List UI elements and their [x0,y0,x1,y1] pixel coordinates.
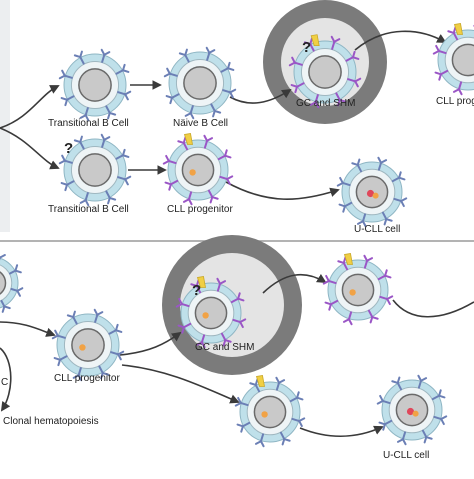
cell-cll-progenitor-top [162,133,234,206]
label-naive-b-cell: Näive B Cell [173,118,228,129]
mutation-dot-icon [349,289,356,296]
cells [0,23,474,448]
label-transitional-b-cell-1: Transitional B Cell [48,118,129,129]
bcr-yellow-icon [255,375,265,387]
arrow-branch-top [0,85,60,129]
mutation-dot-icon [366,189,375,198]
question-mark-gc-top: ? [302,39,311,56]
arrow-prog-to-gc [119,331,182,356]
cell-naive-b [163,46,237,120]
label-cll-progenitor-top: CLL progenitor [167,204,233,215]
top-left-strip [0,0,10,232]
cell-left-partial-bottom [0,254,24,313]
cell-u-cll-top [336,156,408,228]
bcr-yellow-icon [196,276,206,288]
label-u-cll-cell-top: U-CLL cell [354,224,400,235]
arrow-bottom-left-in [0,321,56,337]
mutation-dot-icon [406,407,415,416]
arrows [0,30,474,437]
arrow-right-cell-onward [392,299,474,318]
cell-transitional-b-2 [58,133,132,207]
cell-u-cll-bottom [376,374,448,446]
mutation-dot-icon [79,344,86,351]
label-gc-and-shm-bottom: GC and SHM [195,342,254,353]
arrow-ch-loop [0,347,12,412]
arrow-gc-to-right-cell [262,273,327,294]
arrow-prog-to-lower-cell [121,364,240,404]
bcr-yellow-icon [183,133,193,145]
label-clonal-hematopoiesis: Clonal hematopoiesis [3,416,99,427]
bottom-panel-labels: C CLL progenitor GC and SHM Clonal hemat… [1,342,429,461]
question-mark-transitional-2: ? [64,140,73,157]
label-cll-progenitor-bottom: CLL progenitor [54,373,120,384]
mutation-dot-icon [202,312,209,319]
label-transitional-b-cell-2: Transitional B Cell [48,204,129,215]
arrow-branch-bottom [0,127,60,170]
arrow-cll-prog-to-ucll [225,181,340,200]
label-u-cll-cell-bottom: U-CLL cell [383,450,429,461]
bcr-yellow-icon [310,34,320,47]
mutation-dot-icon [189,169,196,176]
arrow-naive-to-gc [229,88,292,104]
bcr-yellow-icon [343,253,353,265]
label-c-partial: C [1,377,8,388]
cell-gc-top [288,34,362,109]
mutation-dot-icon [261,411,268,418]
question-mark-gc-bottom: ? [192,282,201,299]
label-cll-progenitor-partial: CLL prog [436,96,474,107]
top-panel-labels: Transitional B Cell Näive B Cell GC and … [48,96,474,235]
bcr-yellow-icon [453,23,463,35]
cell-transitional-b-1 [58,48,132,122]
arrow-gc-to-cll-prog [354,30,447,51]
cell-cll-prog-top-partial [432,23,474,96]
cell-gc-bottom [175,276,247,349]
cell-right-bottom [322,253,394,326]
cell-lower-bottom [234,375,306,448]
arrow-lower-cell-to-ucll [299,425,384,437]
question-marks: ? ? ? [64,39,311,299]
cell-cll-progenitor-bottom [51,308,125,382]
label-gc-and-shm-top: GC and SHM [296,98,355,109]
